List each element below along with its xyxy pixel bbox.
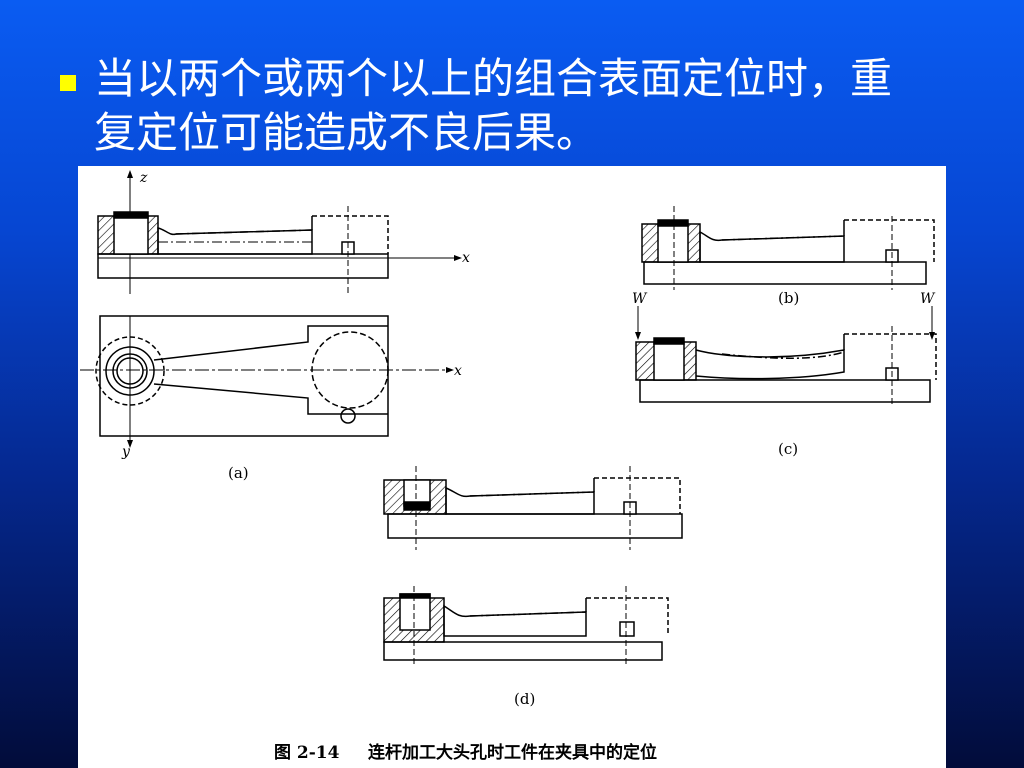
label-b: (b) <box>778 289 799 307</box>
axis-y-label: y <box>121 444 131 460</box>
bullet-line-2: 复定位可能造成不良后果。 <box>94 108 599 157</box>
label-a: (a) <box>228 464 249 482</box>
axis-x-label: x <box>462 250 470 266</box>
axis-z-label: z <box>139 170 148 186</box>
view-a-top <box>80 315 454 448</box>
force-left-label: W <box>632 291 648 307</box>
caption-text: 连杆加工大头孔时工件在夹具中的定位 <box>368 742 657 763</box>
fixture-figure: z x <box>78 166 946 768</box>
label-c: (c) <box>778 440 798 458</box>
bullet-square-icon <box>60 75 76 91</box>
view-c <box>635 306 937 406</box>
figure-drawing: z x <box>80 170 937 763</box>
bullet-line-1: 当以两个或两个以上的组合表面定位时，重 <box>94 54 893 103</box>
view-a-side <box>97 170 462 294</box>
bullet-text: 当以两个或两个以上的组合表面定位时，重 复定位可能造成不良后果。 <box>94 52 974 160</box>
label-d: (d) <box>514 690 535 708</box>
view-d-lower <box>383 586 669 666</box>
force-right-label: W <box>920 291 936 307</box>
view-d-upper <box>383 466 683 550</box>
caption-number: 图 2-14 <box>274 743 340 763</box>
axis-x2-label: x <box>454 363 462 379</box>
view-b <box>641 206 935 290</box>
